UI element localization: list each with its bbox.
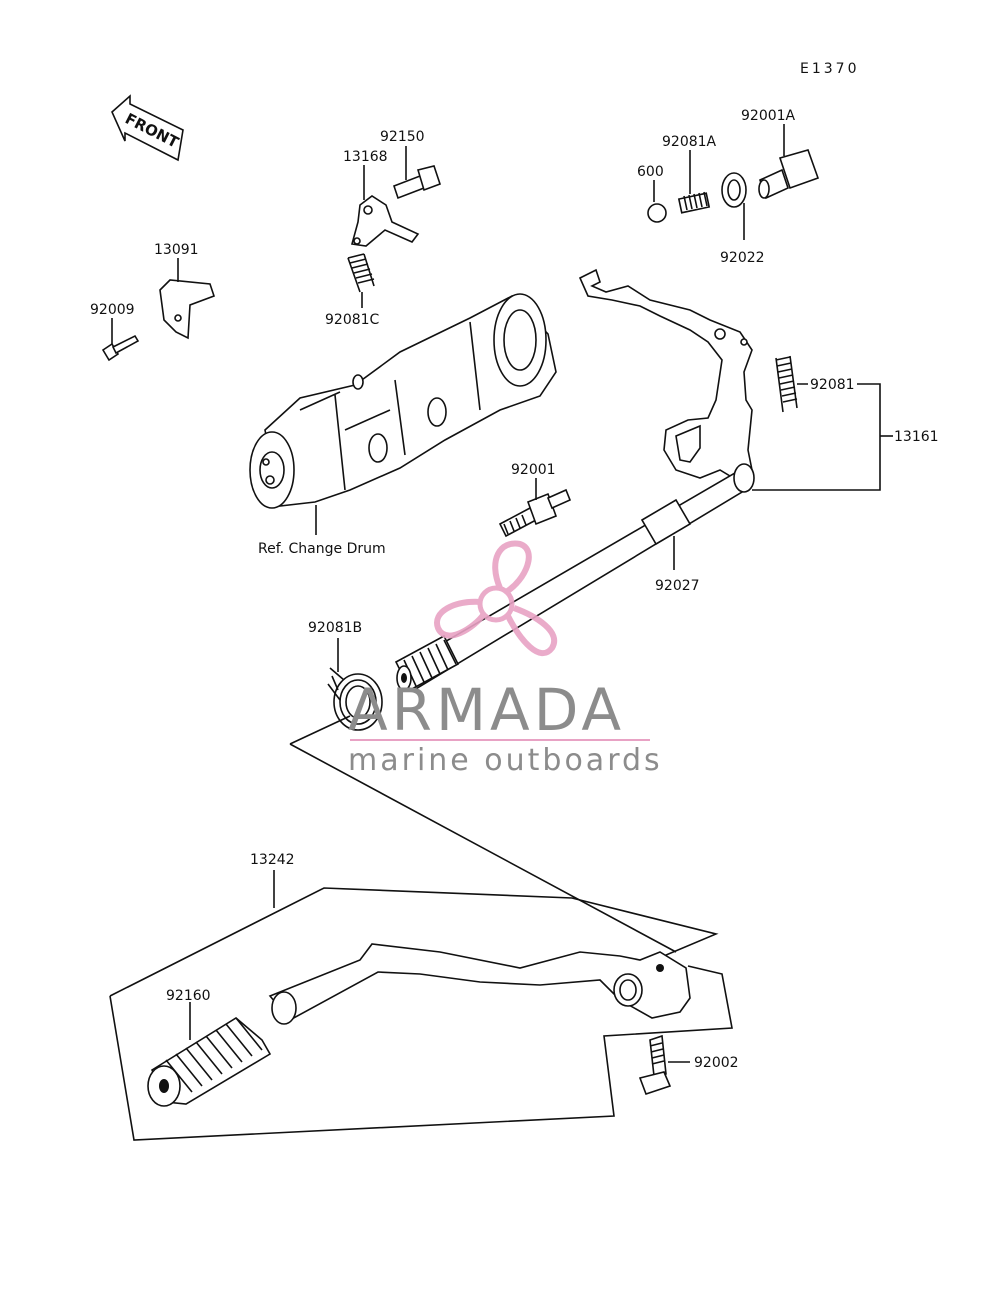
label-13091: 13091 [154, 242, 199, 258]
spring-92081C [347, 253, 375, 293]
label-92001A: 92001A [741, 108, 796, 124]
label-92022: 92022 [720, 250, 765, 266]
change-drum [249, 293, 557, 509]
diagram-code: E1370 [800, 61, 859, 77]
label-92001: 92001 [511, 462, 556, 478]
bracket-13091 [159, 279, 216, 340]
front-arrow-icon: FRONT [111, 94, 184, 162]
label-600: 600 [637, 164, 664, 180]
watermark-tagline: marine outboards [348, 743, 663, 778]
label-92160: 92160 [166, 988, 211, 1004]
label-92081C: 92081C [325, 312, 380, 328]
label-92009: 92009 [90, 302, 135, 318]
screw-92009 [101, 334, 140, 362]
plug-92001A [758, 149, 820, 200]
label-92081B: 92081B [308, 620, 362, 636]
label-ref-change-drum: Ref. Change Drum [258, 541, 386, 557]
label-13168: 13168 [343, 149, 388, 165]
bolt-92002 [638, 1034, 672, 1096]
label-92002: 92002 [694, 1055, 739, 1071]
watermark-logo-icon [434, 540, 558, 657]
label-92027: 92027 [655, 578, 700, 594]
spring-92081B [327, 667, 383, 731]
washer-92022 [721, 172, 747, 208]
label-13161: 13161 [894, 429, 939, 445]
watermark-brand: ARMADA [348, 676, 625, 744]
footpeg-rubber-92160 [147, 1017, 272, 1107]
spring-92081A [677, 191, 711, 214]
label-92081: 92081 [810, 377, 855, 393]
label-13242: 13242 [250, 852, 295, 868]
label-92150: 92150 [380, 129, 425, 145]
ball-600 [647, 203, 667, 223]
shift-lever-13242 [268, 943, 691, 1025]
bolt-92150 [392, 165, 442, 200]
bolt-92001 [498, 488, 572, 538]
shift-arm-13161 [578, 268, 753, 484]
plate-13168 [350, 195, 420, 247]
shift-shaft [394, 463, 755, 692]
spring-92081 [775, 355, 798, 413]
label-92081A: 92081A [662, 134, 717, 150]
